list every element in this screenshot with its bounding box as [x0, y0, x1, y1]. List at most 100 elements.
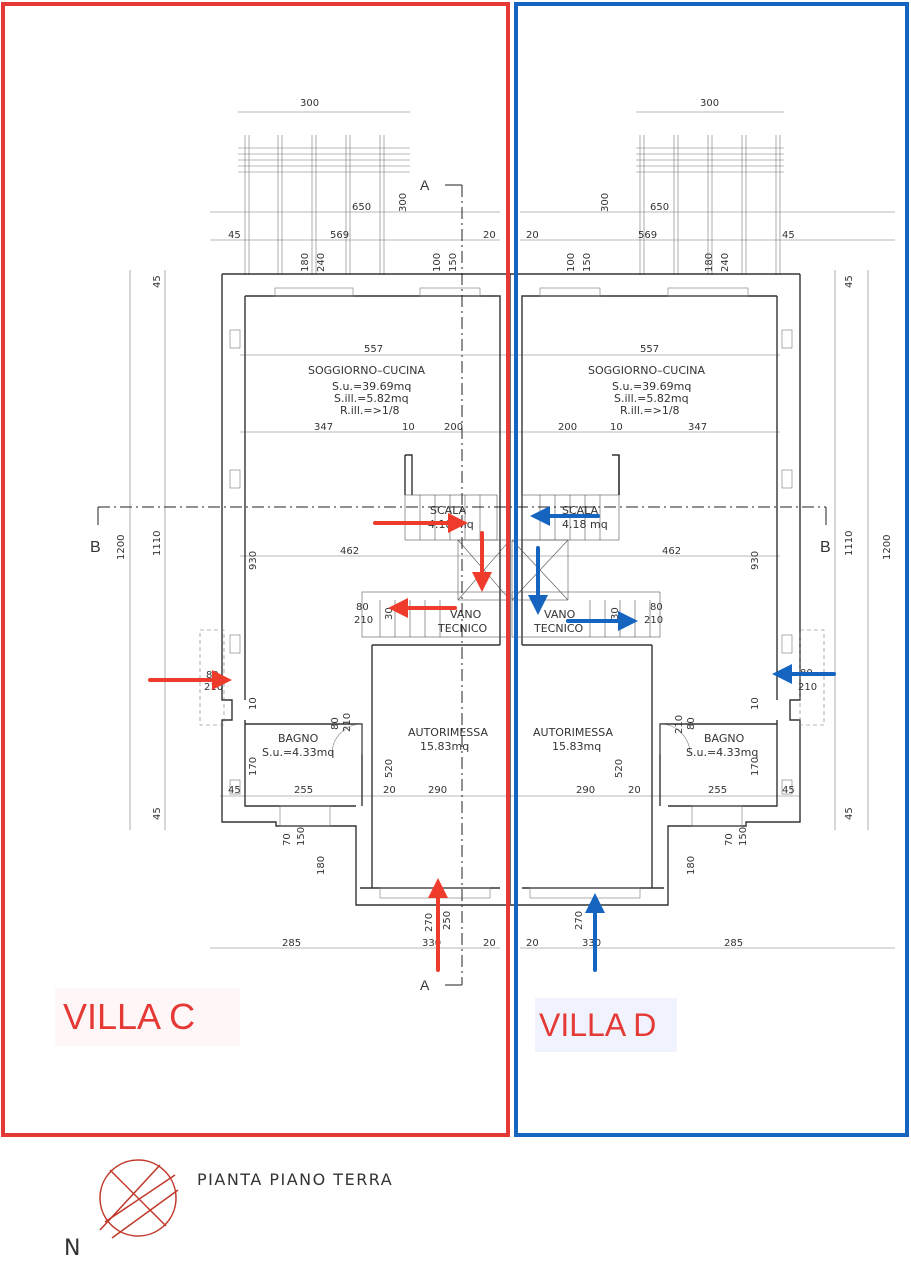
dim-270-left: 270 — [424, 913, 435, 932]
dim-100-right: 100 — [566, 253, 577, 272]
dim-20-right-bottom: 20 — [526, 938, 539, 949]
villa-c-boundary — [1, 2, 510, 1137]
dim-300-left: 300 — [300, 98, 319, 109]
dim-80-left-bath: 80 — [330, 717, 341, 730]
room-stair-name-right: SCALA — [562, 504, 599, 517]
dim-462-right: 462 — [662, 546, 681, 557]
room-living-su-right: S.u.=39.69mq — [612, 380, 691, 393]
room-garage-area-left: 15.83mq — [420, 740, 469, 753]
room-living-su-left: S.u.=39.69mq — [332, 380, 411, 393]
dim-150-right: 150 — [582, 253, 593, 272]
room-bath-su-right: S.u.=4.33mq — [686, 746, 758, 759]
room-garage-area-right: 15.83mq — [552, 740, 601, 753]
dim-650-left: 650 — [352, 202, 371, 213]
dim-557-right: 557 — [640, 344, 659, 355]
room-tech-line1-right: VANO — [544, 608, 576, 621]
room-bath-name-left: BAGNO — [278, 732, 319, 745]
dim-150-left: 150 — [448, 253, 459, 272]
room-stair-name-left: SCALA — [430, 504, 467, 517]
room-tech-line2-right: TECNICO — [533, 622, 584, 635]
dim-250-left: 250 — [442, 911, 453, 930]
dim-170-left: 170 — [248, 757, 259, 776]
room-garage-name-left: AUTORIMESSA — [408, 726, 488, 739]
room-living-name-right: SOGGIORNO–CUCINA — [588, 364, 706, 377]
dim-290-left: 290 — [428, 785, 447, 796]
dim-20-left-bottom: 20 — [483, 938, 496, 949]
dim-150-right-b: 150 — [738, 827, 749, 846]
dim-45-right-bottom: 45 — [782, 785, 795, 796]
section-b-right: B — [820, 539, 831, 556]
dim-255-left: 255 — [294, 785, 313, 796]
dim-200-right: 200 — [558, 422, 577, 433]
room-bath-su-left: S.u.=4.33mq — [262, 746, 334, 759]
dim-285-right: 285 — [724, 938, 743, 949]
plan-title: PIANTA PIANO TERRA — [197, 1170, 394, 1189]
room-stair-area-right: 4.18 mq — [562, 518, 608, 531]
dim-70-left: 70 — [282, 833, 293, 846]
villa-d-boundary — [514, 2, 909, 1137]
dim-930-right: 930 — [750, 551, 761, 570]
dim-180-right: 180 — [704, 253, 715, 272]
dim-210-left-bath: 210 — [342, 713, 353, 732]
dim-270-right: 270 — [574, 911, 585, 930]
dim-210-right-side: 210 — [798, 682, 817, 693]
dim-70-right: 70 — [724, 833, 735, 846]
villa-d-label: VILLA D — [535, 998, 677, 1052]
dim-150-left-b: 150 — [296, 827, 307, 846]
room-living-sill-right: S.ill.=5.82mq — [614, 392, 689, 405]
room-tech-line1-left: VANO — [450, 608, 482, 621]
dim-285-left: 285 — [282, 938, 301, 949]
dim-210-left-stair: 210 — [354, 615, 373, 626]
dim-20-right-top: 20 — [526, 230, 539, 241]
room-bath-name-right: BAGNO — [704, 732, 745, 745]
room-living-rill-left: R.ill.=>1/8 — [340, 404, 400, 417]
dim-45-right-top: 45 — [782, 230, 795, 241]
dim-240-left: 240 — [316, 253, 327, 272]
dim-569-right: 569 — [638, 230, 657, 241]
dim-100-left: 100 — [432, 253, 443, 272]
section-a-bottom: A — [420, 977, 430, 993]
dim-347-left: 347 — [314, 422, 333, 433]
dim-210-right-bath: 210 — [674, 715, 685, 734]
dim-80-left-stair: 80 — [356, 602, 369, 613]
dim-180-left: 180 — [300, 253, 311, 272]
dim-45-right-vert-top: 45 — [844, 275, 855, 288]
dim-930-left: 930 — [248, 551, 259, 570]
access-arrows-villa-c — [148, 513, 492, 972]
dim-290-right: 290 — [576, 785, 595, 796]
dim-330-right: 330 — [582, 938, 601, 949]
dim-300-right: 300 — [700, 98, 719, 109]
dim-569-left: 569 — [330, 230, 349, 241]
room-tech-line2-left: TECNICO — [437, 622, 488, 635]
dim-45-left-bottom: 45 — [228, 785, 241, 796]
dim-300-right-vert: 300 — [600, 193, 611, 212]
dim-80-right-stair: 80 — [650, 602, 663, 613]
villa-c-label: VILLA C — [55, 988, 240, 1046]
dim-300-left-vert: 300 — [398, 193, 409, 212]
dim-200-left: 200 — [444, 422, 463, 433]
door-swings — [331, 723, 691, 755]
room-living-rill-right: R.ill.=>1/8 — [620, 404, 680, 417]
dim-1110-left: 1110 — [152, 531, 163, 556]
dim-45-left-top: 45 — [228, 230, 241, 241]
dim-45-right-vert-bottom: 45 — [844, 807, 855, 820]
dim-1110-right: 1110 — [844, 531, 855, 556]
dim-1200-left: 1200 — [116, 535, 127, 560]
dim-10-right: 10 — [610, 422, 623, 433]
room-living-name-left: SOGGIORNO–CUCINA — [308, 364, 426, 377]
dim-210-right-stair: 210 — [644, 615, 663, 626]
pergola-right — [636, 135, 784, 275]
dim-30-right-stair: 30 — [610, 607, 621, 620]
dim-45-left-vert-top: 45 — [152, 275, 163, 288]
dim-650-right: 650 — [650, 202, 669, 213]
dim-10-left: 10 — [402, 422, 415, 433]
dim-180-left-b: 180 — [316, 856, 327, 875]
section-a-top: A — [420, 177, 430, 193]
north-label: N — [64, 1236, 81, 1261]
dim-30-left-stair: 30 — [384, 607, 395, 620]
section-axes — [97, 184, 827, 986]
north-arrow-icon — [99, 1159, 179, 1239]
dim-240-right: 240 — [720, 253, 731, 272]
dim-255-right: 255 — [708, 785, 727, 796]
